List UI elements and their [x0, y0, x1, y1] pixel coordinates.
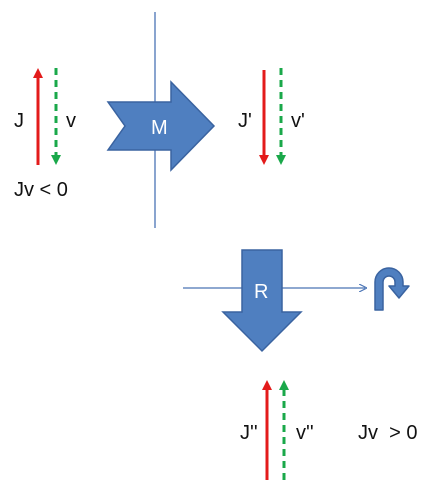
- rotation-op-label: R: [254, 281, 269, 303]
- rotation-block-arrow: [221, 249, 303, 353]
- condition-before-label: Jv < 0: [14, 179, 68, 201]
- u-turn-arrow-icon: [374, 267, 410, 311]
- v-double-prime-label: v'': [296, 422, 314, 444]
- v-label: v: [66, 110, 76, 132]
- j-label: J: [14, 110, 24, 132]
- mirror-block-arrow: [106, 80, 216, 172]
- condition-after-label: Jv > 0: [358, 422, 418, 444]
- j-prime-label: J': [238, 110, 252, 132]
- v-prime-label: v': [291, 110, 305, 132]
- mirror-op-label: M: [151, 117, 168, 139]
- j-double-prime-label: J'': [240, 422, 258, 444]
